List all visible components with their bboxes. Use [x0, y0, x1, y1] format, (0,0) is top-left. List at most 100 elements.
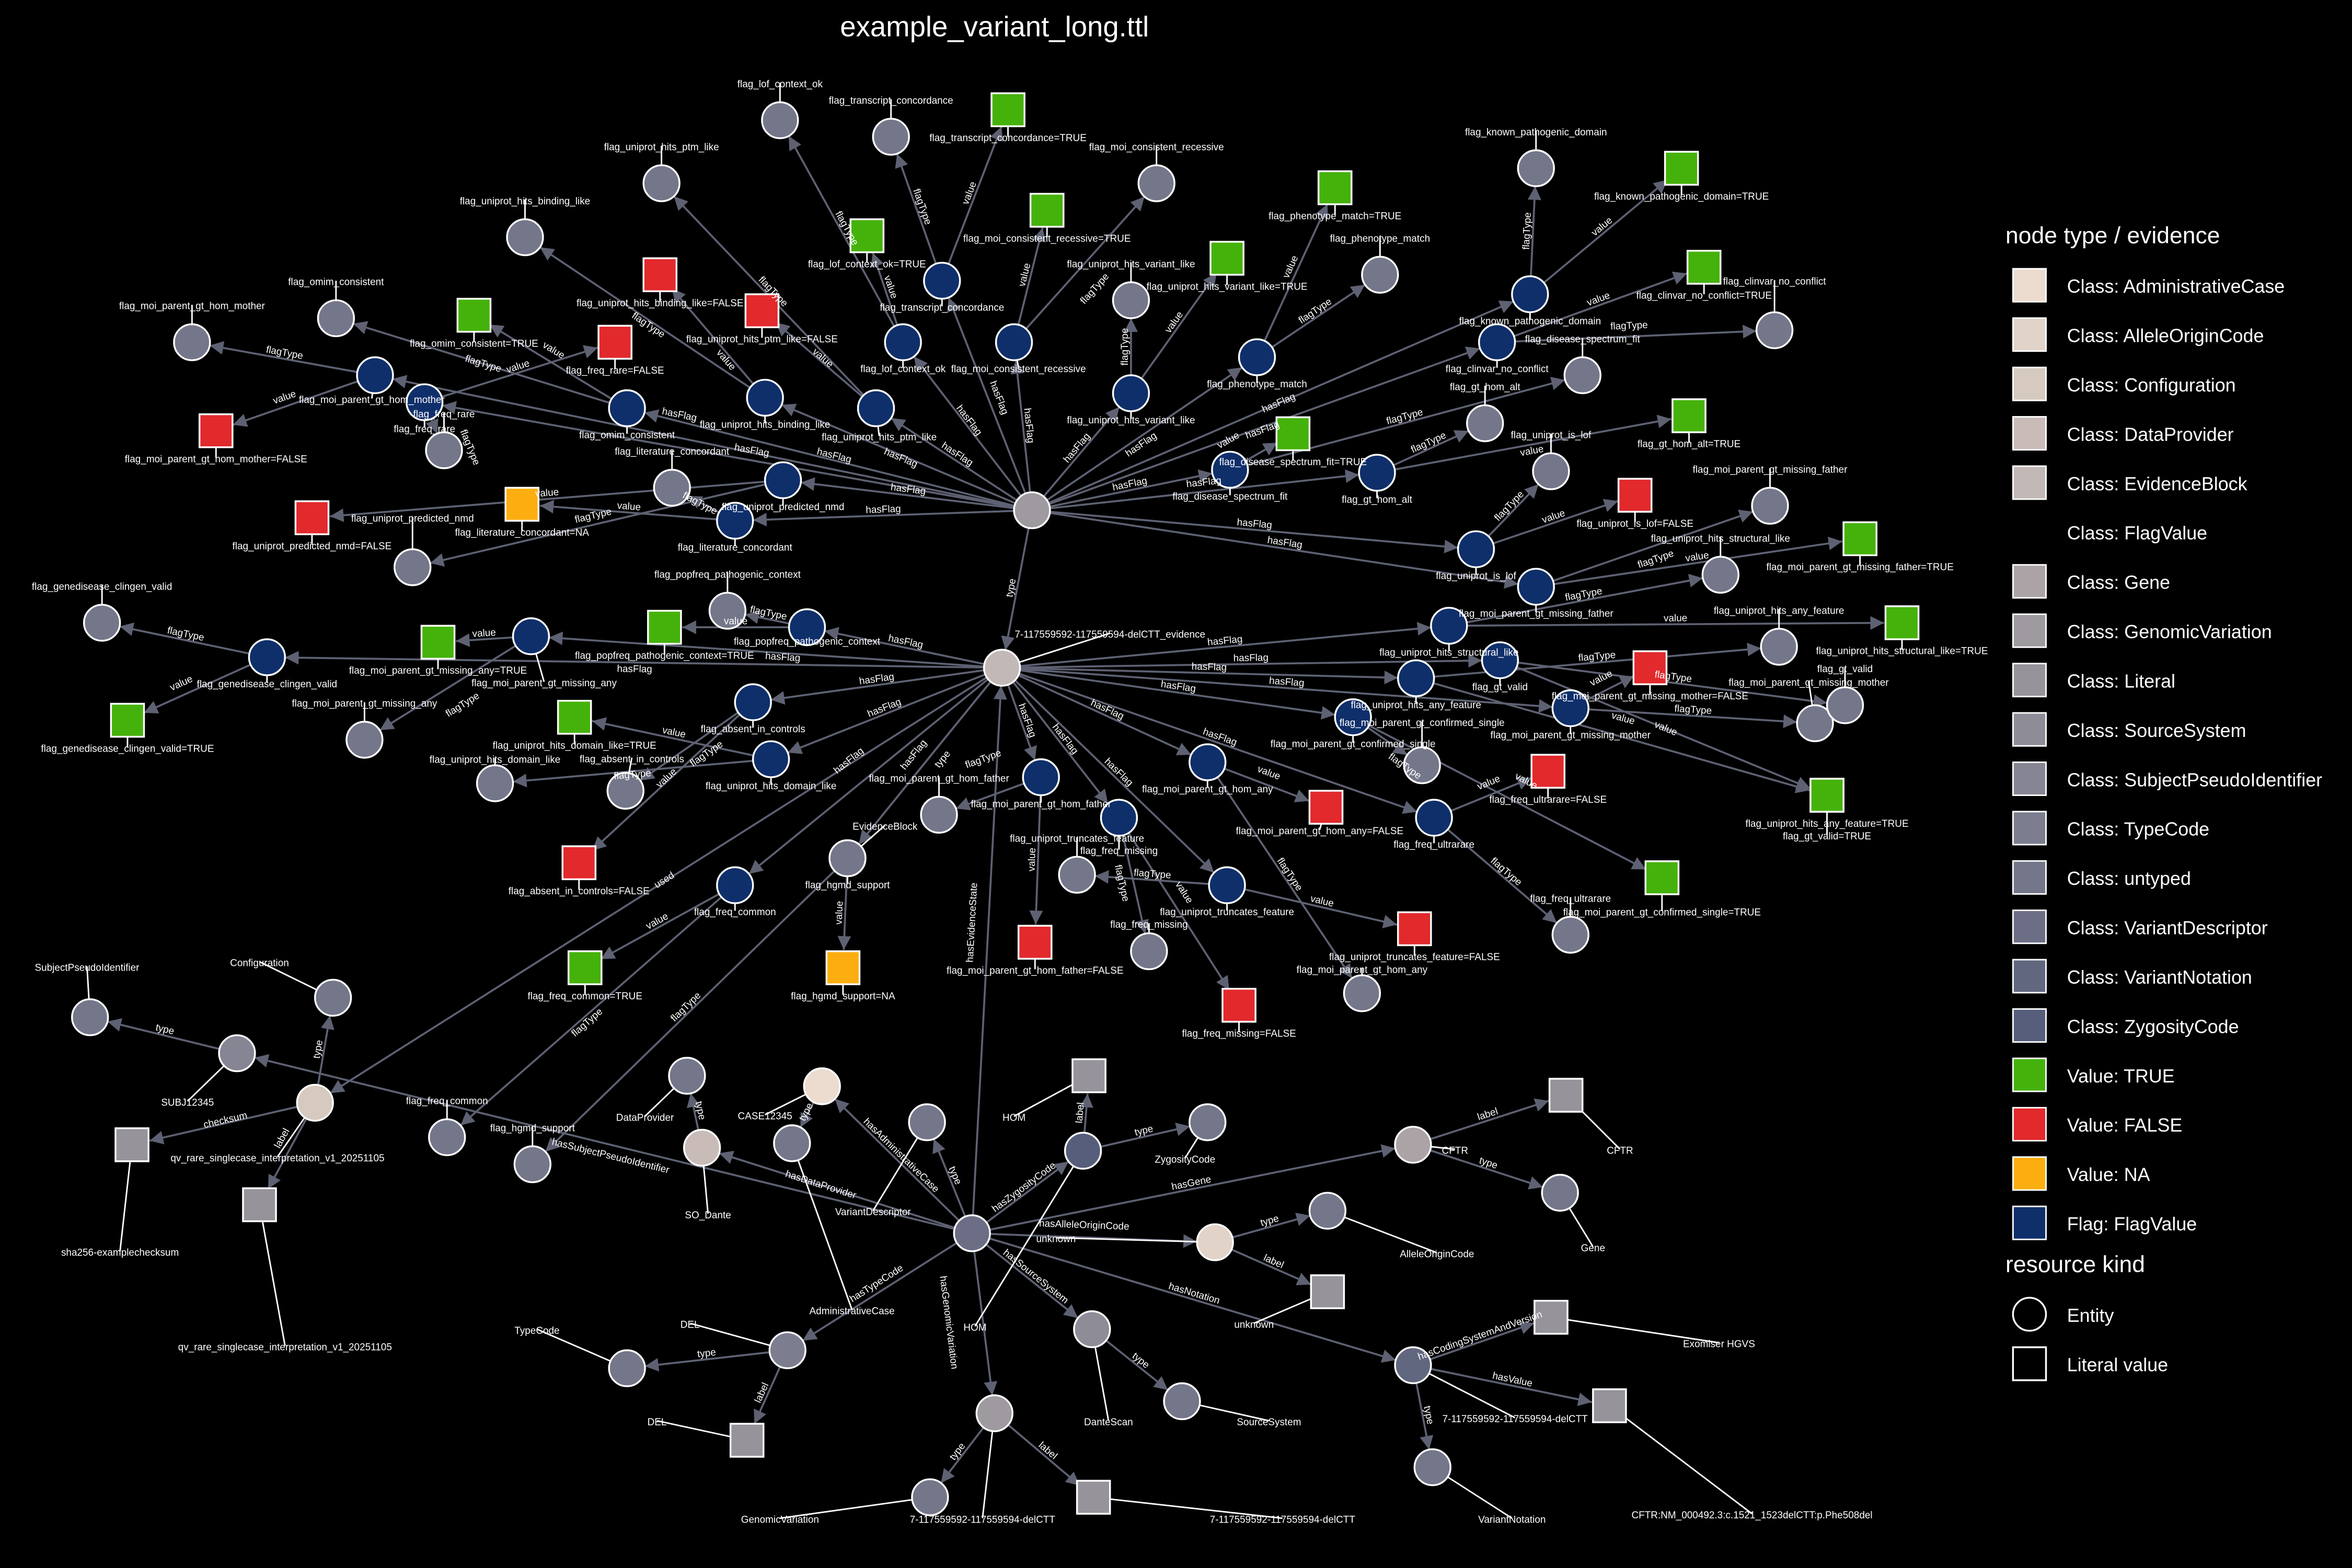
- flag-node[interactable]: [1551, 689, 1589, 728]
- flag-value-false-box[interactable]: [1397, 911, 1432, 947]
- flag-value-true-box[interactable]: [647, 609, 682, 645]
- flag-node[interactable]: [716, 866, 754, 904]
- flag-value-true-box[interactable]: [1671, 398, 1707, 433]
- node-genelabel[interactable]: [1548, 1078, 1584, 1113]
- flag-value-false-box[interactable]: [294, 500, 330, 535]
- node-vncs[interactable]: [1534, 1299, 1569, 1335]
- flag-node[interactable]: [1358, 454, 1396, 492]
- flag-value-true-box[interactable]: [567, 950, 603, 985]
- flag-node[interactable]: [608, 389, 646, 428]
- node-gvtype[interactable]: [911, 1478, 949, 1516]
- flag-value-true-box[interactable]: [990, 92, 1025, 128]
- node-gvlabel[interactable]: [1076, 1480, 1111, 1515]
- flag-value-na-box[interactable]: [825, 950, 861, 985]
- flag-type-node[interactable]: [513, 1145, 551, 1183]
- node-ss[interactable]: [1073, 1310, 1111, 1348]
- flag-type-node[interactable]: [920, 795, 958, 834]
- flag-value-na-box[interactable]: [504, 487, 540, 522]
- node-tclabel[interactable]: [729, 1423, 765, 1458]
- node-vdtype[interactable]: [908, 1103, 946, 1142]
- flag-value-false-box[interactable]: [1221, 988, 1256, 1023]
- flag-type-node[interactable]: [1826, 686, 1864, 724]
- flag-node[interactable]: [1481, 641, 1519, 679]
- flag-node[interactable]: [1511, 275, 1549, 314]
- flag-node[interactable]: [512, 617, 550, 655]
- flag-type-node[interactable]: [1130, 932, 1168, 971]
- flag-type-node[interactable]: [1112, 281, 1150, 319]
- flag-node[interactable]: [857, 389, 895, 428]
- node-case[interactable]: [803, 1067, 841, 1105]
- flag-value-true-box[interactable]: [1686, 250, 1722, 285]
- node-hub1[interactable]: [1013, 491, 1051, 529]
- flag-node[interactable]: [788, 608, 826, 647]
- node-cfgchk[interactable]: [114, 1127, 149, 1162]
- flag-node[interactable]: [734, 683, 772, 721]
- node-dp[interactable]: [683, 1128, 721, 1167]
- node-cfglabel[interactable]: [242, 1187, 277, 1223]
- flag-value-false-box[interactable]: [561, 845, 597, 880]
- flag-type-node[interactable]: [506, 218, 544, 257]
- flag-node[interactable]: [406, 383, 444, 421]
- flag-type-node[interactable]: [708, 592, 747, 630]
- flag-value-false-box[interactable]: [1308, 790, 1344, 825]
- flag-node[interactable]: [1430, 607, 1468, 645]
- flag-type-node[interactable]: [1563, 356, 1601, 395]
- node-zyglabel[interactable]: [1071, 1058, 1106, 1093]
- flag-node[interactable]: [1208, 866, 1246, 904]
- flag-type-node[interactable]: [425, 431, 463, 469]
- flag-type-node[interactable]: [428, 1118, 466, 1157]
- flag-value-false-box[interactable]: [1617, 478, 1653, 513]
- flag-node[interactable]: [764, 461, 802, 500]
- flag-type-node[interactable]: [1361, 256, 1399, 294]
- flag-type-node[interactable]: [1058, 856, 1096, 894]
- flag-node[interactable]: [1211, 451, 1249, 489]
- flag-value-true-box[interactable]: [1664, 151, 1699, 186]
- flag-value-false-box[interactable]: [744, 293, 780, 328]
- flag-type-node[interactable]: [1517, 149, 1555, 188]
- flag-node[interactable]: [356, 356, 394, 395]
- flag-type-node[interactable]: [317, 299, 355, 338]
- flag-type-node[interactable]: [1466, 404, 1504, 442]
- flag-value-true-box[interactable]: [557, 699, 592, 735]
- flag-type-node[interactable]: [476, 764, 514, 802]
- flag-type-node[interactable]: [653, 469, 691, 507]
- node-aolabel[interactable]: [1310, 1274, 1345, 1309]
- flag-value-false-box[interactable]: [1017, 925, 1053, 960]
- node-vn[interactable]: [1394, 1346, 1432, 1385]
- node-evblocktype[interactable]: [828, 839, 867, 878]
- flag-value-true-box[interactable]: [1644, 860, 1680, 895]
- flag-type-node[interactable]: [173, 323, 211, 361]
- flag-node[interactable]: [995, 323, 1033, 361]
- flag-type-node[interactable]: [1701, 556, 1739, 594]
- flag-node[interactable]: [716, 502, 754, 540]
- node-genetype[interactable]: [1541, 1173, 1579, 1212]
- node-subj[interactable]: [218, 1034, 256, 1073]
- flag-node[interactable]: [1478, 323, 1516, 361]
- flag-value-true-box[interactable]: [1029, 192, 1065, 228]
- flag-type-node[interactable]: [761, 101, 799, 140]
- flag-type-node[interactable]: [1796, 704, 1834, 742]
- flag-value-true-box[interactable]: [1317, 170, 1353, 205]
- node-hub2[interactable]: [983, 649, 1021, 687]
- flag-type-node[interactable]: [83, 604, 121, 642]
- node-ao[interactable]: [1196, 1223, 1234, 1261]
- node-zyg[interactable]: [1064, 1132, 1102, 1170]
- flag-type-node[interactable]: [606, 771, 644, 810]
- flag-node[interactable]: [752, 740, 790, 778]
- flag-type-node[interactable]: [1755, 311, 1794, 350]
- flag-node[interactable]: [1022, 758, 1060, 797]
- flag-type-node[interactable]: [1551, 916, 1589, 954]
- node-gene[interactable]: [1394, 1126, 1432, 1164]
- node-subjtype[interactable]: [71, 998, 109, 1036]
- flag-node[interactable]: [248, 638, 286, 676]
- node-tc[interactable]: [768, 1331, 806, 1369]
- node-cfg[interactable]: [296, 1083, 334, 1122]
- flag-value-false-box[interactable]: [1530, 754, 1566, 789]
- flag-node[interactable]: [1415, 799, 1453, 837]
- flag-type-node[interactable]: [1532, 452, 1570, 490]
- flag-value-false-box[interactable]: [1632, 650, 1668, 685]
- flag-type-node[interactable]: [1403, 746, 1441, 785]
- flag-type-node[interactable]: [1343, 974, 1381, 1012]
- node-vntype[interactable]: [1413, 1448, 1451, 1486]
- flag-node[interactable]: [1517, 568, 1555, 606]
